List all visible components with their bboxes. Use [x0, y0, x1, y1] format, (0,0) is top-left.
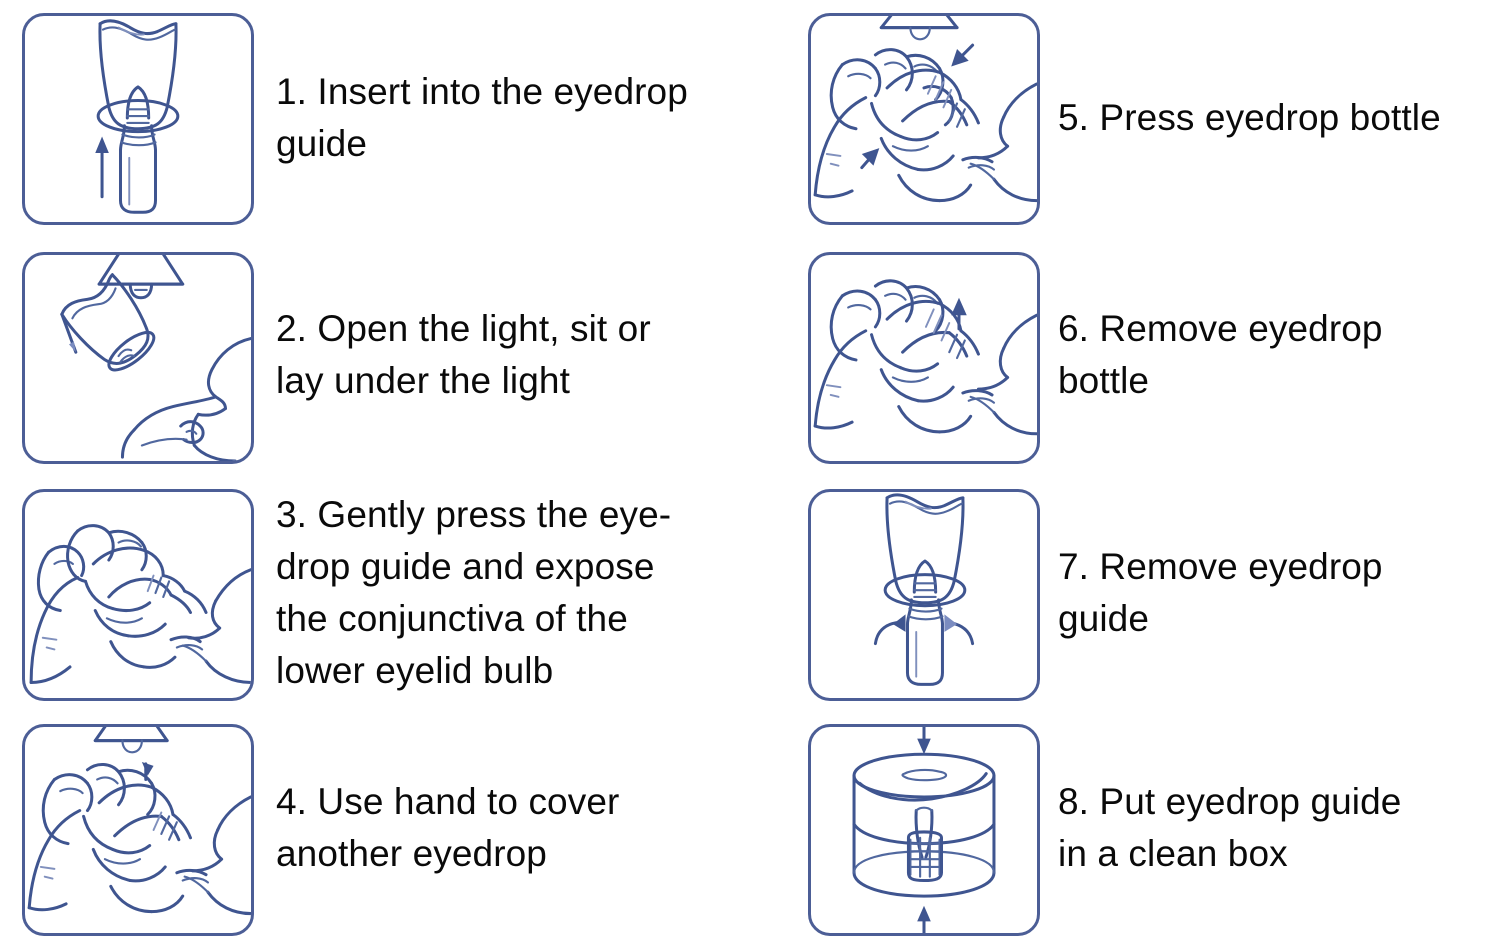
eyedrop-guide-insert-icon — [95, 19, 180, 214]
step-7-illustration — [808, 489, 1040, 701]
hand-removing-bottle-icon — [813, 279, 1037, 436]
step-2-caption: 2. Open the light, sit or lay under the … — [276, 308, 651, 401]
step-4-illustration — [22, 724, 254, 936]
clean-box-storage-icon — [852, 727, 996, 933]
step-2-illustration — [22, 252, 254, 464]
step-8-illustration — [808, 724, 1040, 936]
hand-covering-other-eye-icon — [27, 727, 251, 916]
step-7: 7. Remove eyedrop guide — [750, 474, 1500, 712]
guide-twist-off-icon — [873, 493, 975, 686]
hand-pressing-guide-icon — [29, 524, 251, 684]
step-6-illustration — [808, 252, 1040, 464]
step-1-caption: 1. Insert into the eyedrop guide — [276, 71, 688, 164]
step-5: 5. Press eyedrop bottle — [750, 0, 1500, 236]
step-3-illustration — [22, 489, 254, 701]
hand-pressing-bottle-icon — [813, 16, 1037, 203]
step-8: 8. Put eyedrop guide in a clean box — [750, 712, 1500, 944]
step-5-caption: 5. Press eyedrop bottle — [1058, 97, 1441, 138]
step-2: 2. Open the light, sit or lay under the … — [0, 236, 772, 474]
step-7-caption: 7. Remove eyedrop guide — [1058, 546, 1383, 639]
right-column: 5. Press eyedrop bottle — [750, 0, 1500, 944]
step-3: 3. Gently press the eye- drop guide and … — [0, 474, 772, 712]
step-6: 6. Remove eyedrop bottle — [750, 236, 1500, 474]
lamp-over-face-icon — [60, 255, 251, 461]
step-5-illustration — [808, 13, 1040, 225]
step-8-caption: 8. Put eyedrop guide in a clean box — [1058, 781, 1402, 874]
step-6-caption: 6. Remove eyedrop bottle — [1058, 308, 1383, 401]
step-1: 1. Insert into the eyedrop guide — [0, 0, 772, 236]
left-column: 1. Insert into the eyedrop guide — [22, 13, 688, 936]
step-3-caption: 3. Gently press the eye- drop guide and … — [276, 494, 672, 691]
step-1-illustration — [22, 13, 254, 225]
step-4: 4. Use hand to cover another eyedrop — [0, 712, 772, 944]
step-4-caption: 4. Use hand to cover another eyedrop — [276, 781, 620, 874]
